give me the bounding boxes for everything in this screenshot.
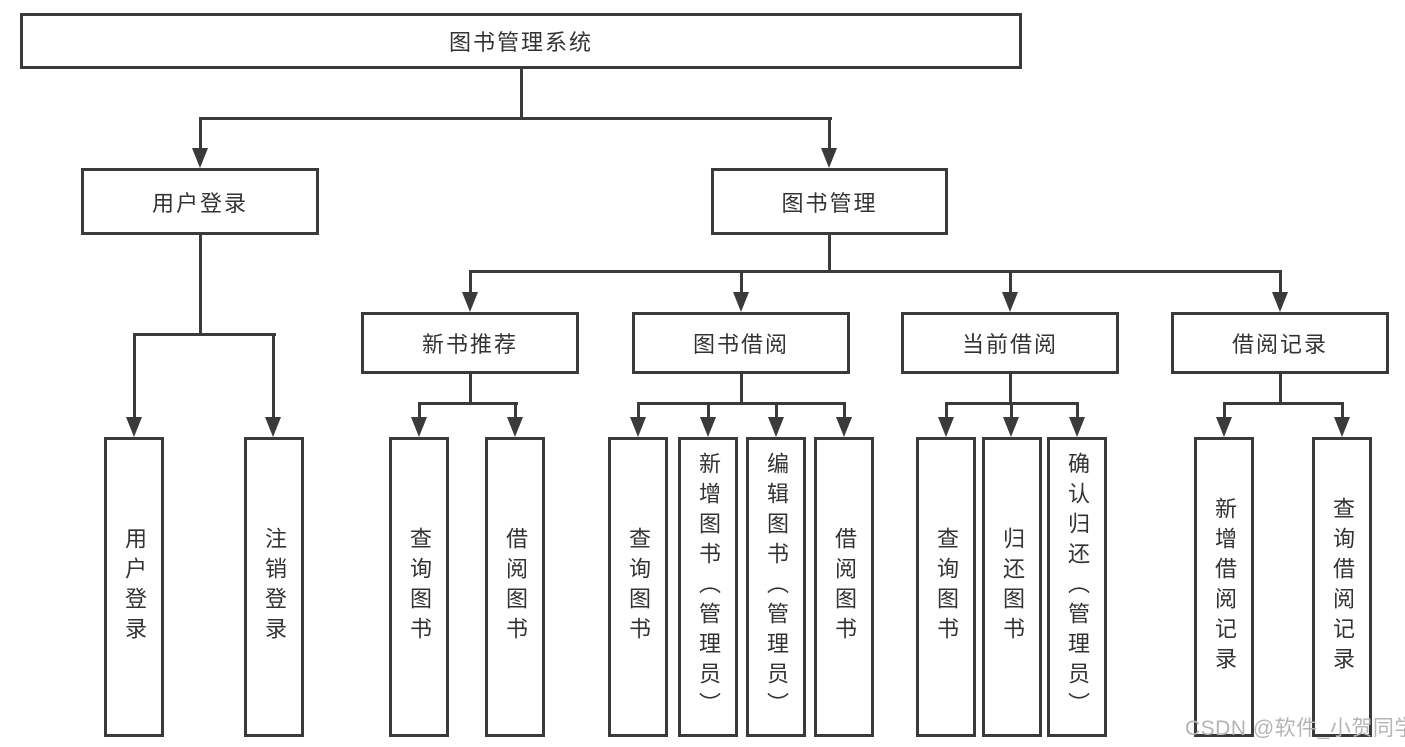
connector-hline — [469, 270, 1282, 273]
leaf-label: 注销登录 — [262, 527, 287, 647]
connector-arrowhead-down — [1334, 417, 1350, 437]
leaf-label: 新增借阅记录 — [1212, 497, 1237, 677]
leaf-label: 归还图书 — [1000, 527, 1025, 647]
leaf-confirm-return-admin: 确认归还（管理员） — [1047, 437, 1107, 737]
leaf-edit-books-admin: 编辑图书（管理员） — [746, 437, 806, 737]
leaf-label: 借阅图书 — [832, 527, 857, 647]
connector-arrowhead-down — [265, 417, 281, 437]
leaf-label: 新增图书（管理员） — [696, 452, 721, 722]
leaf-query-borrow-record: 查询借阅记录 — [1312, 437, 1372, 737]
leaf-query-books-borrowing: 查询图书 — [608, 437, 668, 737]
connector-arrowhead-down — [1272, 292, 1288, 312]
connector-vline — [469, 270, 472, 297]
connector-arrowhead-down — [938, 417, 954, 437]
connector-arrowhead-down — [126, 417, 142, 437]
connector-vline — [1076, 402, 1079, 420]
connector-vline — [740, 374, 743, 405]
connector-vline — [828, 117, 831, 154]
node-new-book-recommendation: 新书推荐 — [361, 312, 579, 374]
node-current-borrowing: 当前借阅 — [901, 312, 1119, 374]
connector-vline — [418, 402, 421, 420]
leaf-borrow-books-recommend: 借阅图书 — [485, 437, 545, 737]
connector-vline — [1223, 402, 1226, 420]
leaf-label: 确认归还（管理员） — [1065, 452, 1090, 722]
connector-arrowhead-down — [1003, 417, 1019, 437]
leaf-label: 编辑图书（管理员） — [764, 452, 789, 722]
connector-vline — [469, 374, 472, 405]
leaf-query-books-current: 查询图书 — [916, 437, 976, 737]
node-book-borrowing: 图书借阅 — [632, 312, 850, 374]
connector-vline — [637, 402, 640, 420]
node-label: 图书管理系统 — [448, 30, 593, 55]
leaf-user-login: 用户登录 — [104, 437, 164, 737]
connector-vline — [514, 402, 517, 420]
connector-arrowhead-down — [836, 417, 852, 437]
leaf-add-borrow-record: 新增借阅记录 — [1194, 437, 1254, 737]
connector-hline — [199, 117, 832, 120]
connector-vline — [133, 333, 136, 421]
node-label: 当前借阅 — [961, 332, 1058, 357]
leaf-label: 查询图书 — [407, 527, 432, 647]
connector-arrowhead-down — [507, 417, 523, 437]
leaf-return-books: 归还图书 — [982, 437, 1042, 737]
node-library-management-system: 图书管理系统 — [20, 13, 1022, 69]
node-borrowing-records: 借阅记录 — [1171, 312, 1389, 374]
leaf-label: 查询图书 — [626, 527, 651, 647]
csdn-watermark: CSDN @软件_小贺同学 — [1185, 717, 1405, 740]
leaf-label: 用户登录 — [122, 527, 147, 647]
connector-vline — [1279, 270, 1282, 297]
leaf-label: 借阅图书 — [503, 527, 528, 647]
connector-vline — [775, 402, 778, 420]
connector-vline — [1010, 402, 1013, 420]
node-book-management: 图书管理 — [711, 168, 948, 235]
leaf-logout: 注销登录 — [244, 437, 304, 737]
connector-vline — [520, 69, 523, 119]
connector-hline — [133, 333, 276, 336]
connector-hline — [418, 402, 518, 405]
leaf-label: 查询借阅记录 — [1330, 497, 1355, 677]
connector-vline — [1341, 402, 1344, 420]
connector-hline — [637, 402, 846, 405]
node-user-login: 用户登录 — [81, 168, 319, 235]
connector-arrowhead-down — [192, 148, 208, 168]
connector-vline — [945, 402, 948, 420]
leaf-label: 查询图书 — [934, 527, 959, 647]
connector-arrowhead-down — [462, 292, 478, 312]
connector-arrowhead-down — [630, 417, 646, 437]
connector-arrowhead-down — [411, 417, 427, 437]
connector-vline — [272, 333, 275, 421]
connector-arrowhead-down — [1002, 292, 1018, 312]
connector-vline — [1009, 270, 1012, 297]
node-label: 图书管理 — [781, 190, 878, 216]
connector-vline — [828, 235, 831, 272]
node-label: 新书推荐 — [421, 332, 518, 357]
connector-arrowhead-down — [821, 148, 837, 168]
leaf-query-books-recommend: 查询图书 — [389, 437, 449, 737]
node-label: 用户登录 — [151, 190, 248, 216]
connector-arrowhead-down — [1216, 417, 1232, 437]
connector-vline — [740, 270, 743, 297]
connector-vline — [199, 235, 202, 336]
connector-vline — [843, 402, 846, 420]
connector-vline — [707, 402, 710, 420]
connector-arrowhead-down — [1069, 417, 1085, 437]
connector-vline — [1279, 374, 1282, 405]
leaf-add-books-admin: 新增图书（管理员） — [678, 437, 738, 737]
node-label: 图书借阅 — [692, 332, 789, 357]
connector-vline — [199, 117, 202, 154]
connector-arrowhead-down — [733, 292, 749, 312]
connector-vline — [1009, 374, 1012, 405]
connector-arrowhead-down — [768, 417, 784, 437]
leaf-borrow-books-borrowing: 借阅图书 — [814, 437, 874, 737]
connector-arrowhead-down — [700, 417, 716, 437]
node-label: 借阅记录 — [1231, 332, 1328, 357]
connector-hline — [1223, 402, 1344, 405]
